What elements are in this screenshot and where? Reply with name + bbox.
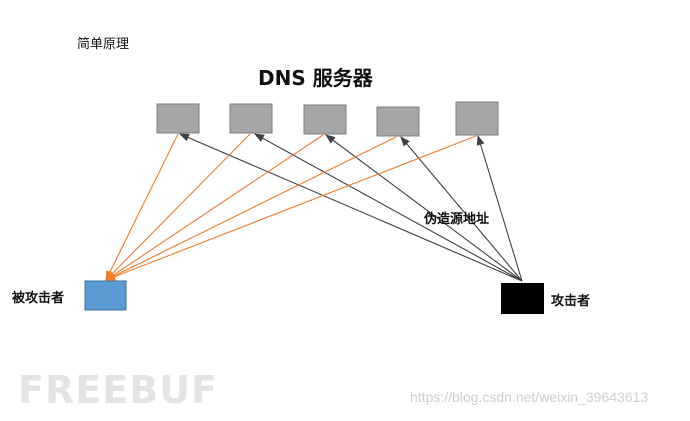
spoofed-source-label: 伪造源地址 [424,212,490,227]
dns-server-2 [229,103,273,134]
dns-server-3 [303,104,347,135]
dns-server-1 [156,103,200,134]
query-arrow-1 [179,133,523,282]
query-arrow-5 [476,135,523,282]
query-arrow-3 [325,134,523,282]
attacker-label: 攻击者 [551,294,591,309]
victim-label: 被攻击者 [12,291,65,306]
query-arrow-4 [400,136,523,282]
freebuf-watermark: FREEBUF [18,368,218,412]
dns-server-4 [376,106,420,137]
victim-box [84,280,127,311]
response-arrow-2 [105,133,251,281]
query-arrow-2 [254,133,523,282]
response-arrow-3 [105,134,324,281]
attacker-box [501,283,544,314]
caption-text: 简单原理 [77,37,130,52]
dns-server-title: DNS 服务器 [258,66,373,90]
response-arrow-5 [105,135,477,281]
response-arrow-4 [105,136,397,281]
source-url-watermark: https://blog.csdn.net/weixin_39643613 [410,389,649,405]
dns-server-5 [455,101,499,136]
response-arrow-1 [105,133,179,281]
